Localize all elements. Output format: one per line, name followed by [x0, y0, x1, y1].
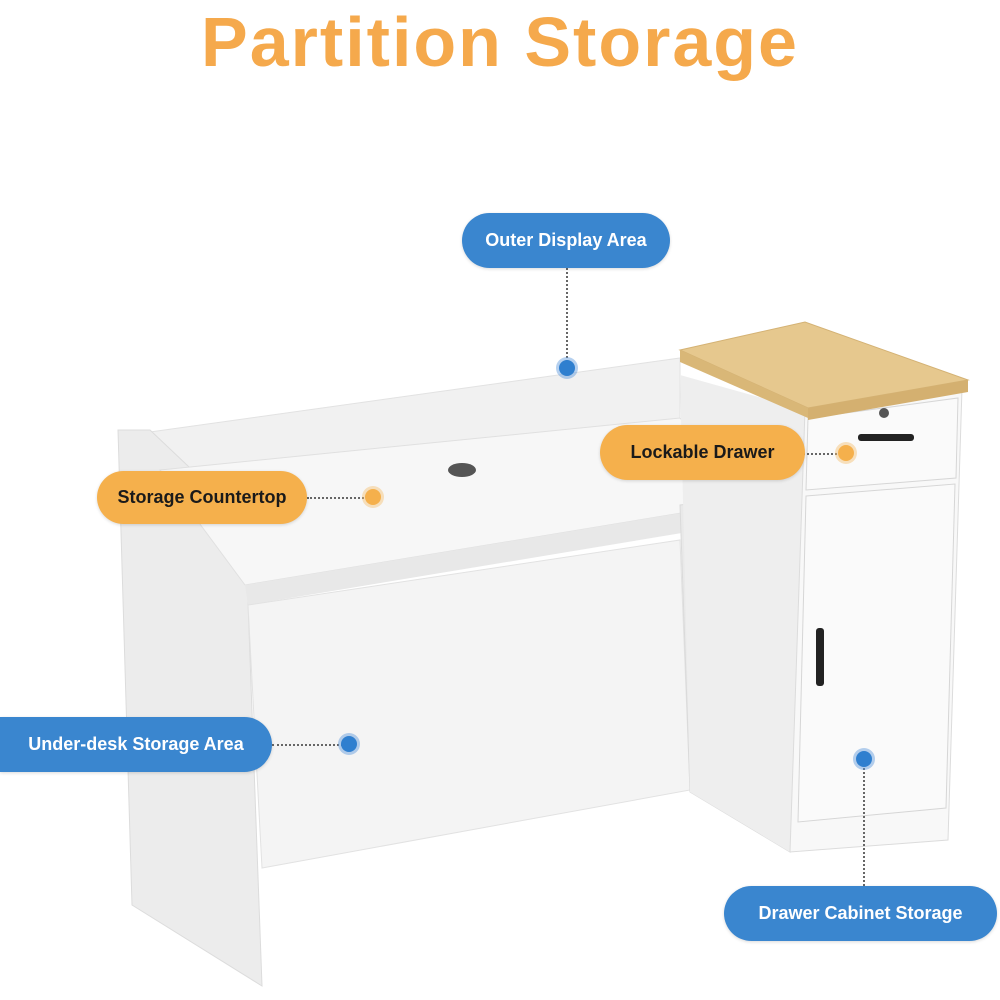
hotspot-dot[interactable]	[559, 360, 575, 376]
cabinet-side	[680, 375, 805, 852]
door-front	[797, 483, 956, 823]
hotspot-dot[interactable]	[365, 489, 381, 505]
label-drawer-cabinet-storage: Drawer Cabinet Storage	[724, 886, 997, 941]
hotspot-dot[interactable]	[856, 751, 872, 767]
drawer-front	[805, 397, 959, 491]
cable-grommet	[448, 463, 476, 477]
page-title: Partition Storage	[201, 3, 799, 81]
connector-line	[307, 497, 371, 499]
drawer-handle-icon	[858, 434, 914, 441]
label-storage-countertop: Storage Countertop	[97, 471, 307, 524]
countertop-edge	[245, 500, 760, 605]
door-handle-icon	[816, 628, 824, 686]
label-under-desk-storage-area: Under-desk Storage Area	[0, 717, 272, 772]
hotspot-dot[interactable]	[341, 736, 357, 752]
label-lockable-drawer: Lockable Drawer	[600, 425, 805, 480]
connector-line	[566, 268, 568, 366]
hotspot-dot[interactable]	[838, 445, 854, 461]
lock-icon	[879, 408, 889, 418]
label-outer-display-area: Outer Display Area	[462, 213, 670, 268]
connector-line	[863, 761, 865, 886]
connector-line	[272, 744, 347, 746]
wooden-top-edge-front	[808, 380, 968, 420]
wooden-top-edge	[680, 350, 808, 418]
connector-line	[800, 453, 844, 455]
